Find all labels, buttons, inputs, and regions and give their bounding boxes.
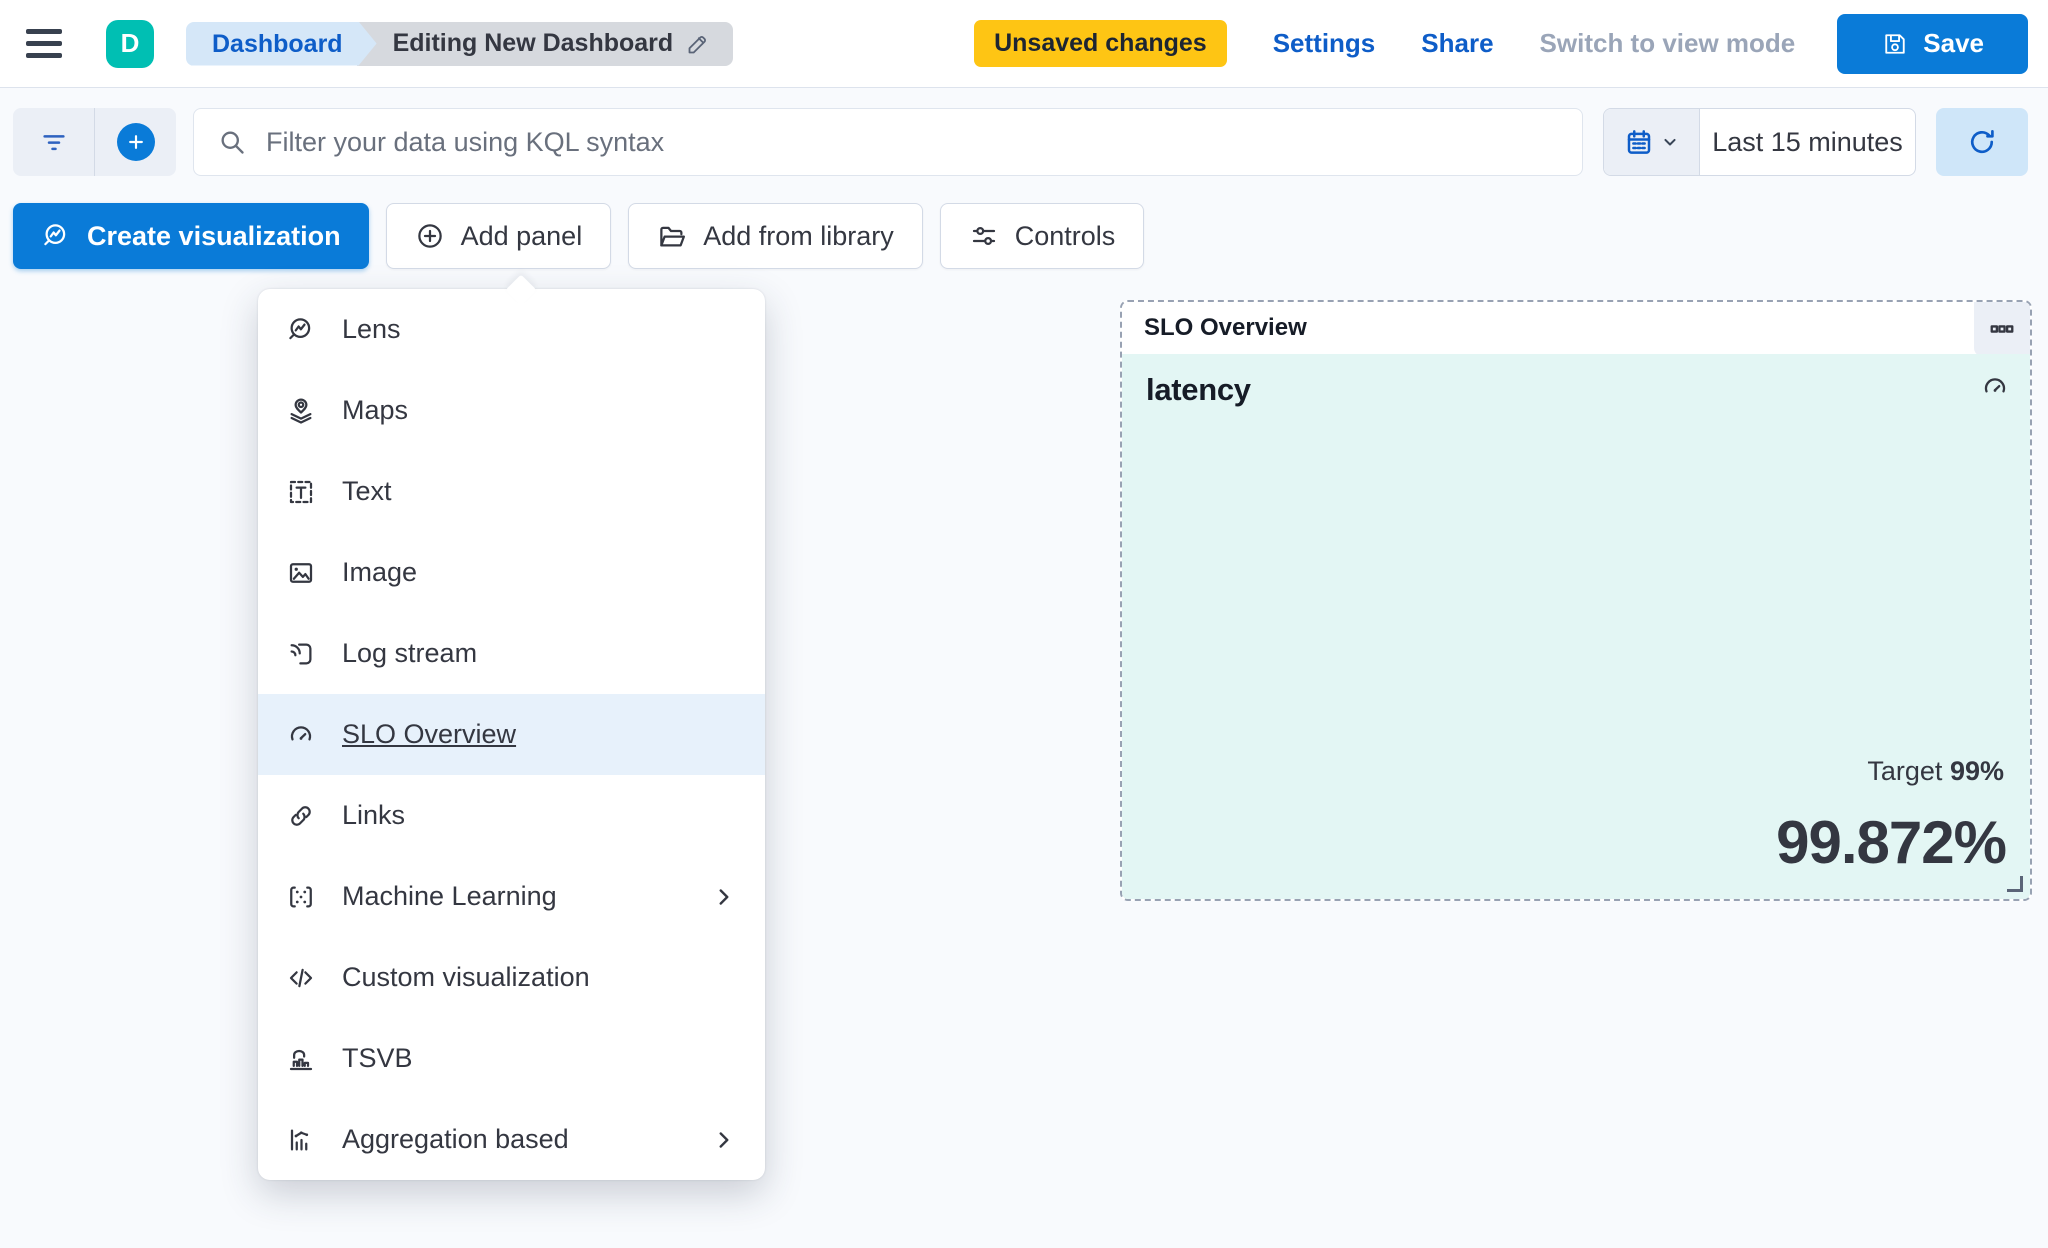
add-panel-button[interactable]: Add panel	[385, 203, 612, 269]
menu-item-label: Custom visualization	[342, 962, 590, 992]
chevron-down-icon	[1660, 132, 1680, 152]
icon-agg	[286, 1125, 316, 1155]
slo-target-value: 99%	[1949, 756, 2004, 786]
slo-metric-name: latency	[1146, 372, 1251, 407]
slo-value: 99.872%	[1776, 809, 2007, 876]
add-panel-label: Add panel	[460, 220, 583, 251]
icon-logstream	[286, 639, 316, 669]
kql-search-bar	[193, 108, 1583, 176]
panel-header: SLO Overview	[1122, 302, 2030, 354]
folder-icon	[657, 221, 687, 251]
gauge-icon	[1980, 372, 2010, 402]
time-range-value[interactable]: Last 15 minutes	[1712, 126, 1903, 157]
icon-code	[286, 963, 316, 993]
boxes-horizontal-icon	[1988, 315, 2016, 343]
save-button[interactable]: Save	[1837, 13, 2028, 74]
controls-label: Controls	[1014, 220, 1116, 251]
switch-to-view-mode-link[interactable]: Switch to view mode	[1539, 28, 1796, 58]
add-panel-menu: Lens Maps Text Image Log stream SLO Over…	[258, 274, 765, 1180]
chevron-right-icon	[711, 1127, 737, 1153]
menu-item-label: Maps	[342, 395, 409, 425]
menu-item-tsvb[interactable]: TSVB	[258, 1018, 765, 1099]
refresh-button[interactable]	[1936, 108, 2028, 176]
slo-metric-body: latency Target 99% 99.872%	[1122, 354, 2030, 899]
menu-item-text[interactable]: Text	[258, 451, 765, 532]
icon-text	[286, 477, 316, 507]
menu-item-lens[interactable]: Lens	[258, 289, 765, 370]
icon-tsvb	[286, 1044, 316, 1074]
icon-ml	[286, 882, 316, 912]
menu-item-maps[interactable]: Maps	[258, 370, 765, 451]
menu-item-label: SLO Overview	[342, 719, 517, 749]
slo-overview-panel: SLO Overview latency Target 99% 99.872%	[1120, 300, 2032, 901]
chevron-right-icon	[711, 884, 737, 910]
menu-item-label: Lens	[342, 314, 401, 344]
breadcrumb-current[interactable]: Editing New Dashboard	[356, 21, 734, 66]
panel-title: SLO Overview	[1144, 314, 1307, 341]
share-link[interactable]: Share	[1421, 28, 1494, 58]
panel-resize-handle[interactable]	[2007, 876, 2023, 892]
menu-hamburger-icon[interactable]	[26, 22, 70, 66]
add-from-library-label: Add from library	[703, 220, 894, 251]
calendar-icon	[1624, 127, 1654, 157]
lens-icon	[41, 221, 71, 251]
menu-item-log-stream[interactable]: Log stream	[258, 613, 765, 694]
pencil-icon	[685, 32, 709, 56]
slo-target-label: Target	[1867, 756, 1943, 786]
menu-item-label: Image	[342, 557, 418, 587]
add-from-library-button[interactable]: Add from library	[628, 203, 923, 269]
icon-maps	[286, 396, 316, 426]
refresh-icon	[1966, 126, 1998, 158]
settings-link[interactable]: Settings	[1272, 28, 1376, 58]
menu-item-label: Text	[342, 476, 392, 506]
controls-button[interactable]: Controls	[939, 203, 1145, 269]
icon-lens	[286, 315, 316, 345]
panel-options-button[interactable]	[1974, 302, 2030, 356]
time-range-picker: Last 15 minutes	[1603, 108, 1916, 176]
menu-item-label: Links	[342, 800, 406, 830]
create-visualization-label: Create visualization	[87, 220, 341, 251]
menu-item-aggregation-based[interactable]: Aggregation based	[258, 1099, 765, 1180]
create-visualization-button[interactable]: Create visualization	[13, 203, 369, 269]
add-filter-button[interactable]	[94, 108, 176, 176]
menu-item-custom-visualization[interactable]: Custom visualization	[258, 937, 765, 1018]
kql-query-input[interactable]	[266, 109, 1572, 175]
calendar-menu-button[interactable]	[1604, 109, 1700, 175]
save-icon	[1881, 30, 1909, 58]
icon-gauge	[286, 720, 316, 750]
save-button-label: Save	[1923, 28, 1984, 58]
icon-link	[286, 801, 316, 831]
unsaved-changes-badge: Unsaved changes	[974, 20, 1227, 67]
breadcrumb-current-label: Editing New Dashboard	[392, 29, 674, 57]
filter-bar: Last 15 minutes	[13, 108, 2028, 176]
menu-item-slo-overview[interactable]: SLO Overview	[258, 694, 765, 775]
menu-item-label: Aggregation based	[342, 1124, 569, 1154]
controls-sliders-icon	[969, 221, 999, 251]
menu-item-label: Machine Learning	[342, 881, 557, 911]
menu-item-label: Log stream	[342, 638, 478, 668]
menu-item-image[interactable]: Image	[258, 532, 765, 613]
plus-circle-icon	[415, 221, 445, 251]
filter-icon	[39, 127, 69, 157]
filter-button[interactable]	[13, 108, 94, 176]
breadcrumb-dashboard[interactable]: Dashboard	[186, 22, 377, 66]
menu-item-label: TSVB	[342, 1043, 413, 1073]
menu-item-links[interactable]: Links	[258, 775, 765, 856]
dashboard-toolbar: Create visualization Add panel Add from …	[13, 203, 1145, 269]
slo-target: Target 99%	[1867, 756, 2004, 787]
filter-button-group	[13, 108, 176, 176]
menu-item-machine-learning[interactable]: Machine Learning	[258, 856, 765, 937]
icon-image	[286, 558, 316, 588]
search-icon	[218, 128, 246, 156]
plus-icon	[116, 123, 155, 161]
breadcrumb: Dashboard Editing New Dashboard	[186, 21, 734, 66]
header-bar: D Dashboard Editing New Dashboard Unsave…	[0, 0, 2048, 88]
space-avatar[interactable]: D	[106, 19, 154, 68]
